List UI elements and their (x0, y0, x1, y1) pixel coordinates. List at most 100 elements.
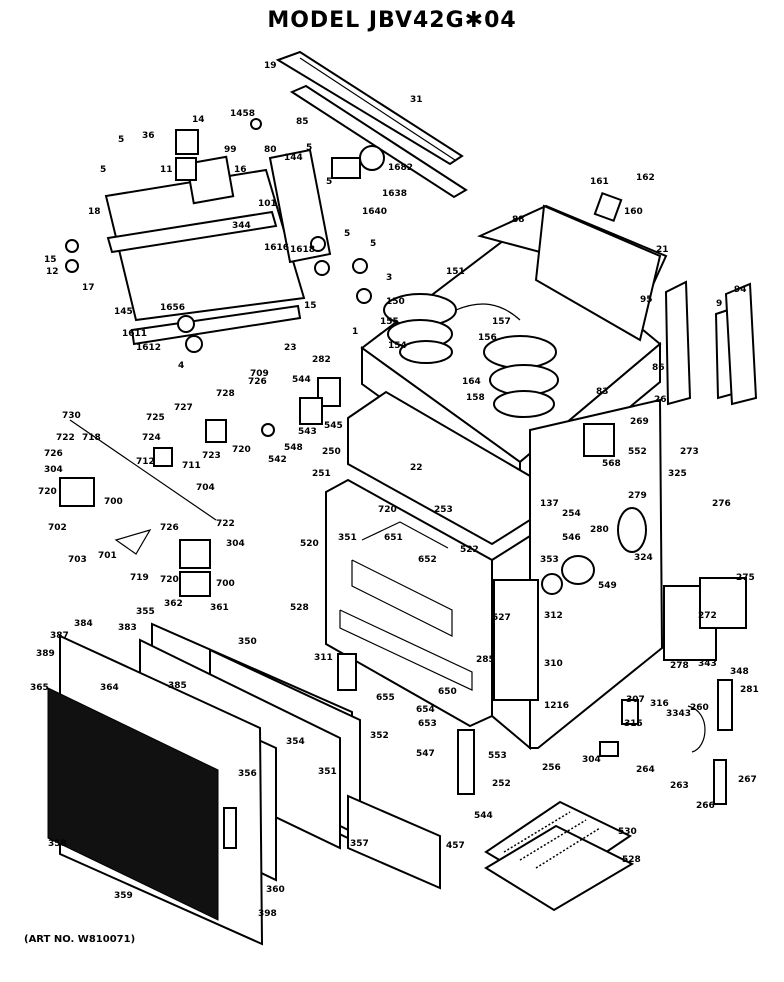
part-label: 280 (590, 525, 609, 535)
part-label: 457 (446, 841, 465, 851)
part-label: 150 (386, 297, 405, 307)
part-label: 16 (234, 165, 247, 175)
part-label: 1638 (382, 189, 407, 199)
part-label: 727 (174, 403, 193, 413)
part-label: 83 (596, 387, 609, 397)
part-label: 389 (36, 649, 55, 659)
part-label: 543 (298, 427, 317, 437)
part-label: 94 (734, 285, 747, 295)
part-label: 1682 (388, 163, 413, 173)
part-label: 36 (142, 131, 155, 141)
part-label: 528 (622, 855, 641, 865)
part-label: 272 (698, 611, 717, 621)
part-label: 266 (696, 801, 715, 811)
part-label: 357 (350, 839, 369, 849)
part-label: 304 (44, 465, 63, 475)
part-label: 385 (168, 681, 187, 691)
part-label: 726 (44, 449, 63, 459)
part-label: 151 (446, 267, 465, 277)
part-label: 553 (488, 751, 507, 761)
cooktop-assembly (360, 204, 758, 501)
part-label: 5 (118, 135, 124, 145)
part-label: 720 (232, 445, 251, 455)
part-label: 5 (344, 229, 350, 239)
part-label: 722 (216, 519, 235, 529)
part-label: 547 (416, 749, 435, 759)
part-label: 263 (670, 781, 689, 791)
broiler-pan (484, 800, 635, 912)
part-label: 352 (370, 731, 389, 741)
part-label: 18 (88, 207, 101, 217)
part-label: 155 (380, 317, 399, 327)
part-label: 1612 (136, 343, 161, 353)
part-label: 725 (146, 413, 165, 423)
part-label: 700 (104, 497, 123, 507)
art-number: (ART NO. W810071) (24, 934, 136, 945)
part-label: 528 (290, 603, 309, 613)
part-label: 99 (224, 145, 237, 155)
oven-door-assembly (47, 622, 475, 946)
part-label: 281 (740, 685, 759, 695)
part-label: 1616 (264, 243, 289, 253)
part-label: 1618 (290, 245, 315, 255)
part-label: 137 (540, 499, 559, 509)
part-label: 348 (730, 667, 749, 677)
part-label: 14 (192, 115, 205, 125)
part-label: 158 (466, 393, 485, 403)
part-label: 253 (434, 505, 453, 515)
control-panel (65, 118, 623, 353)
part-label: 351 (318, 767, 337, 777)
part-label: 353 (540, 555, 559, 565)
part-label: 364 (100, 683, 119, 693)
part-label: 365 (30, 683, 49, 693)
part-label: 278 (670, 661, 689, 671)
part-label: 17 (82, 283, 95, 293)
part-label: 700 (216, 579, 235, 589)
part-label: 12 (46, 267, 59, 277)
part-label: 5 (326, 177, 332, 187)
part-label: 527 (492, 613, 511, 623)
part-label: 264 (636, 765, 655, 775)
part-label: 145 (114, 307, 133, 317)
part-label: 269 (630, 417, 649, 427)
part-label: 273 (680, 447, 699, 457)
part-label: 19 (264, 61, 277, 71)
part-label: 282 (312, 355, 331, 365)
part-label: 652 (418, 555, 437, 565)
part-label: 144 (284, 153, 303, 163)
part-label: 251 (312, 469, 331, 479)
part-label: 15 (304, 301, 317, 311)
part-label: 520 (300, 539, 319, 549)
part-label: 654 (416, 705, 435, 715)
part-label: 5 (100, 165, 106, 175)
part-label: 276 (712, 499, 731, 509)
part-label: 316 (650, 699, 669, 709)
part-label: 653 (418, 719, 437, 729)
part-label: 358 (48, 839, 67, 849)
part-label: 157 (492, 317, 511, 327)
part-label: 350 (238, 637, 257, 647)
part-label: 86 (652, 363, 665, 373)
part-label: 724 (142, 433, 161, 443)
part-label: 702 (48, 523, 67, 533)
part-label: 285 (476, 655, 495, 665)
part-label: 655 (376, 693, 395, 703)
part-label: 1216 (544, 701, 569, 711)
part-label: 325 (668, 469, 687, 479)
part-label: 343 (698, 659, 717, 669)
part-label: 5 (306, 143, 312, 153)
part-label: 3343 (666, 709, 691, 719)
part-label: 712 (136, 457, 155, 467)
diagram-title: MODEL JBV42G✱04 (267, 8, 517, 33)
part-label: 651 (384, 533, 403, 543)
part-label: 160 (624, 207, 643, 217)
part-label: 267 (738, 775, 757, 785)
part-label: 11 (160, 165, 173, 175)
part-label: 310 (544, 659, 563, 669)
part-label: 31 (410, 95, 423, 105)
part-label: 703 (68, 555, 87, 565)
part-label: 711 (182, 461, 201, 471)
part-label: 101 (258, 199, 277, 209)
part-label: 15 (44, 255, 57, 265)
part-label: 709 (250, 369, 269, 379)
